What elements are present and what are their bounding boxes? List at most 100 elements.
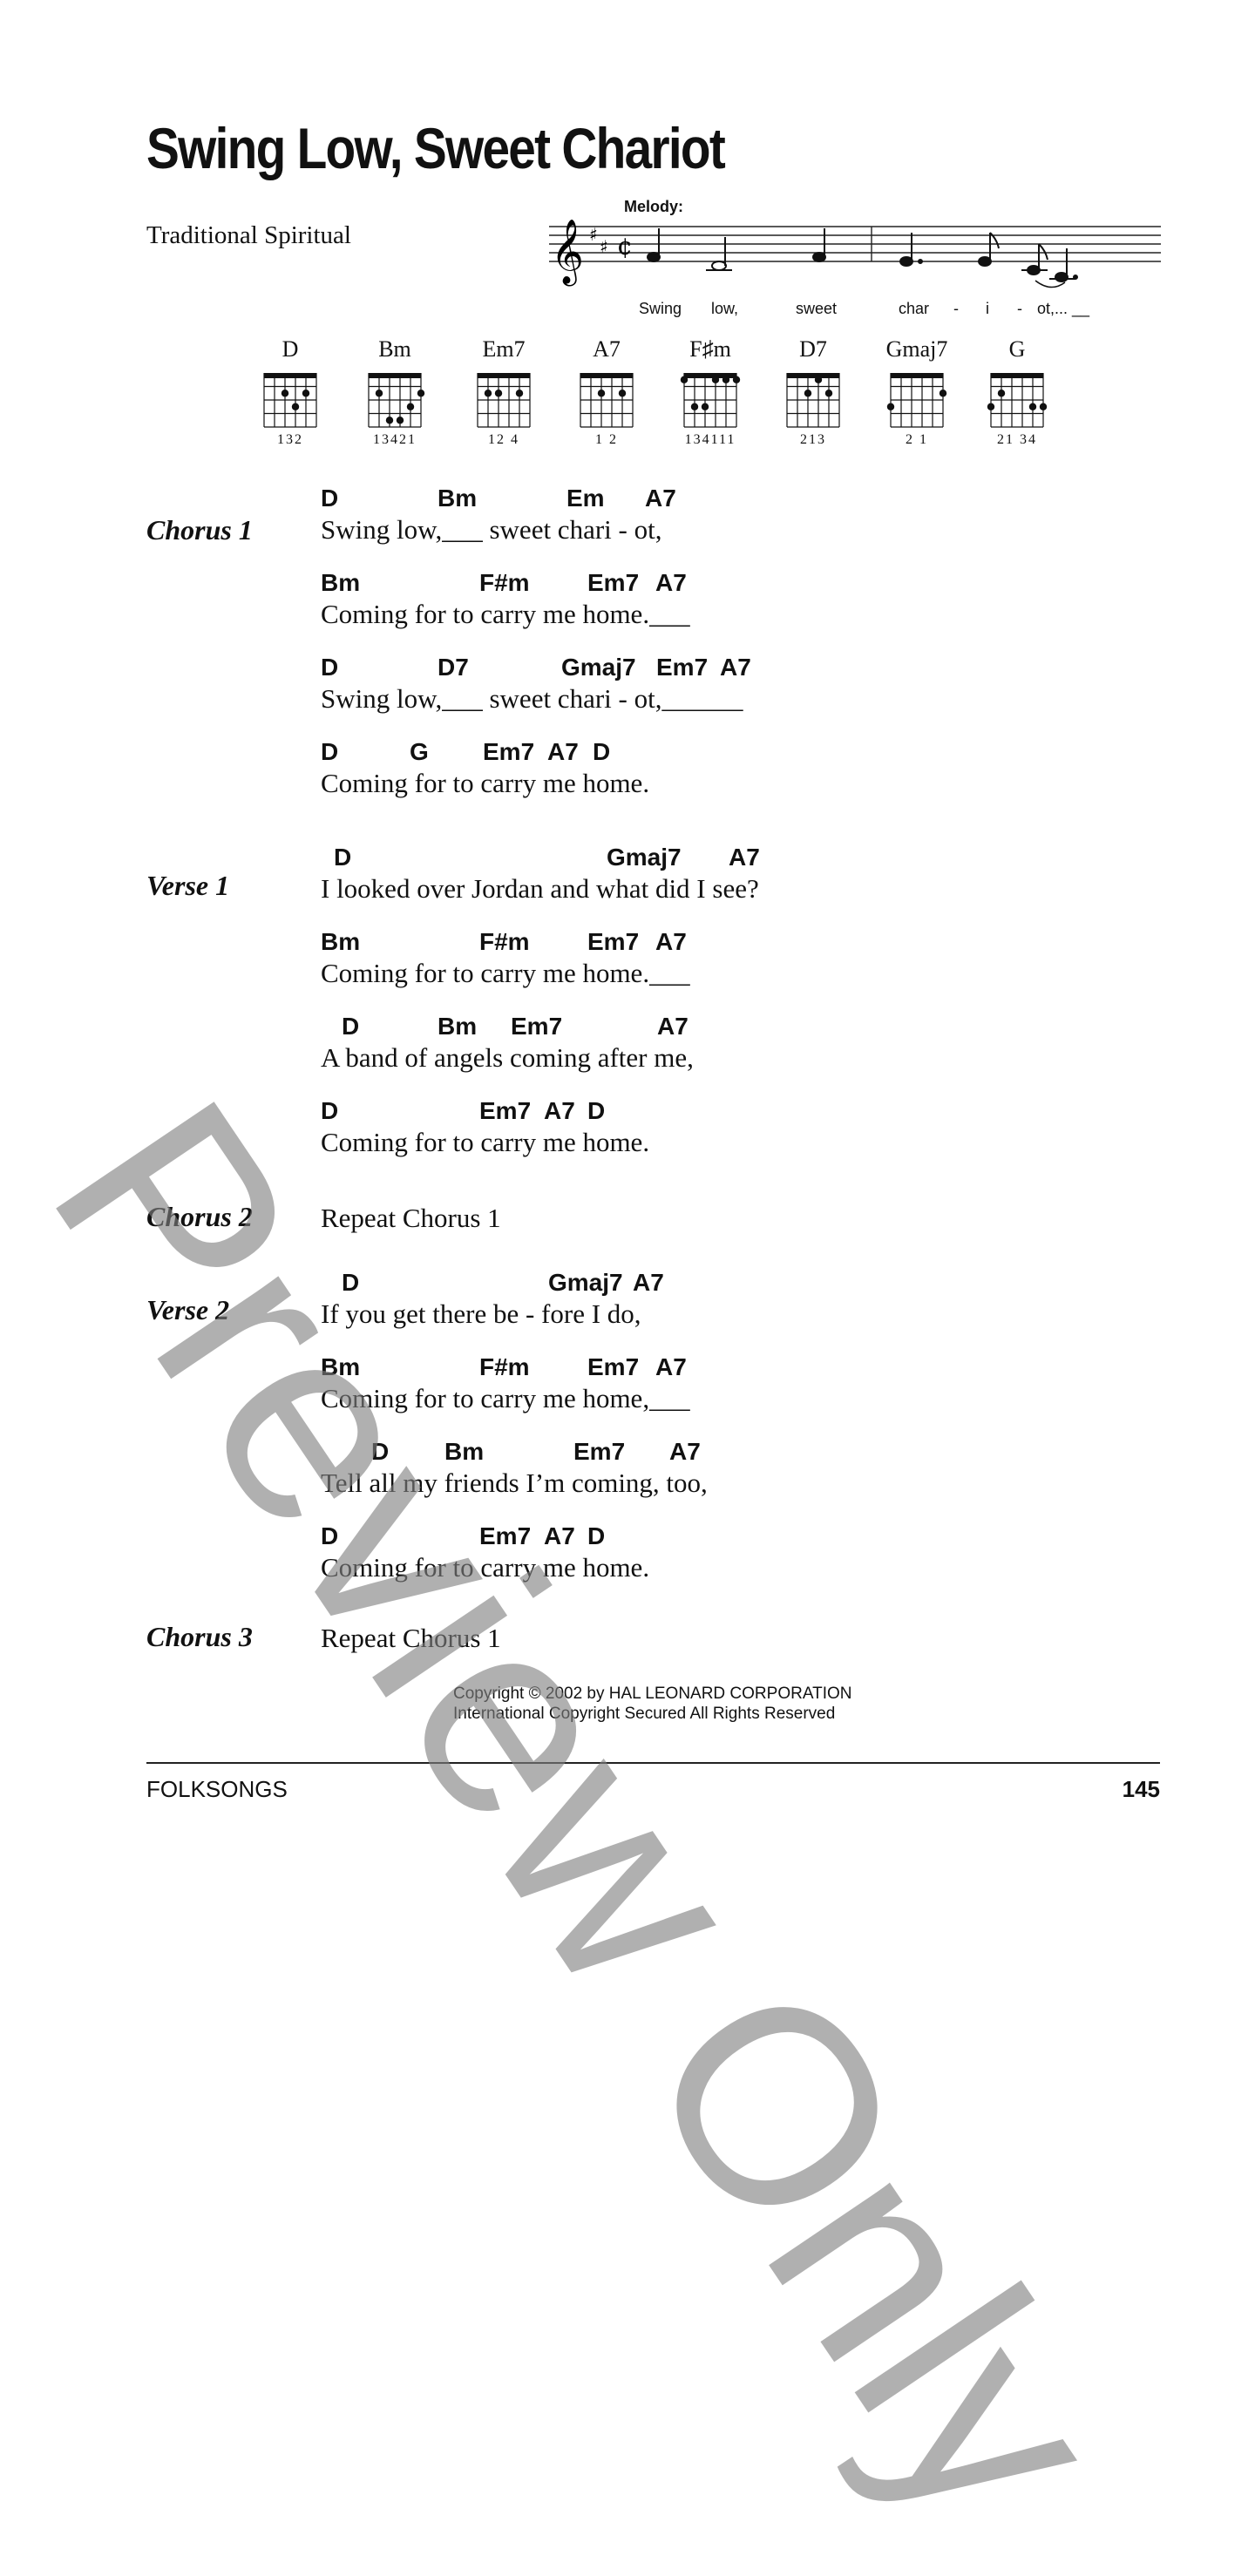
chord-symbol: Gmaj7: [561, 654, 636, 681]
chord-symbol: D: [321, 485, 339, 512]
finger-numbers: 12 4: [488, 432, 519, 447]
chord-diagram-name: A7: [593, 336, 621, 362]
chord-row: Bm F#m Em7 A7: [321, 569, 690, 599]
chord-symbol: A7: [645, 485, 676, 512]
chord-diagram-name: F♯m: [689, 336, 731, 362]
sharp-icon: ♯: [589, 224, 598, 245]
lyric-text: If you get there be - fore I do,: [321, 1298, 641, 1329]
repeat-instruction: Repeat Chorus 1: [321, 1623, 501, 1653]
chord-symbol: D7: [438, 654, 469, 681]
melody-lyric: Swing: [639, 300, 682, 317]
book-title: FOLKSONGS: [146, 1776, 288, 1802]
lyric-text: Coming for to carry me home.: [321, 1552, 650, 1583]
chord-symbol: D: [587, 1522, 606, 1549]
song-title: Swing Low, Sweet Chariot: [146, 116, 726, 180]
melody-lyric: sweet: [796, 300, 838, 317]
lyric-text: Coming for to carry me home,___: [321, 1383, 690, 1413]
chord-diagram: F♯m 134111: [675, 338, 745, 448]
chord-symbol: A7: [669, 1438, 701, 1465]
chord-symbol: A7: [633, 1269, 664, 1296]
chord-diagram-name: D7: [799, 336, 827, 362]
chord-symbol: A7: [655, 928, 687, 955]
lyric-text: I looked over Jordan and what did I see?: [321, 873, 759, 904]
chord-symbol: Bm: [321, 1353, 361, 1380]
fretboard-grid: [886, 373, 947, 428]
copyright-line: Copyright © 2002 by HAL LEONARD CORPORAT…: [453, 1685, 852, 1703]
lyric-text: A band of angels coming after me,: [321, 1042, 694, 1073]
chord-symbol: Em7: [587, 569, 640, 596]
melody-lyric: ot,... __: [1037, 300, 1090, 317]
chord-diagram-name: D: [282, 336, 299, 362]
melody-lyric: -: [953, 300, 959, 317]
finger-numbers: 134111: [684, 432, 736, 447]
chord-diagram-name: Bm: [378, 336, 411, 362]
chord-symbol: Bm: [438, 485, 478, 512]
chord-symbol: Em7: [587, 1353, 640, 1380]
chord-symbol: A7: [657, 1013, 689, 1040]
chord-symbol: D: [321, 654, 339, 681]
chord-symbol: F#m: [479, 928, 530, 955]
lyric-text: Swing low,___ sweet chari - ot,: [321, 514, 662, 545]
chord-symbol: Em7: [573, 1438, 626, 1465]
chord-symbol: A7: [655, 1353, 687, 1380]
finger-numbers: 13421: [373, 432, 417, 447]
chord-symbol: G: [410, 738, 429, 765]
chord-symbol: Em7: [479, 1522, 532, 1549]
chord-symbol: D: [321, 1097, 339, 1124]
chord-symbol: Bm: [321, 569, 361, 596]
chord-symbol: Em: [566, 485, 605, 512]
chord-symbol: D: [593, 738, 611, 765]
chord-symbol: D: [334, 844, 352, 871]
copyright-notice: Copyright © 2002 by HAL LEONARD CORPORAT…: [453, 1684, 851, 1724]
chord-symbol: Gmaj7: [548, 1269, 623, 1296]
chord-diagram: Bm 13421: [360, 338, 430, 448]
chord-symbol: Em7: [479, 1097, 532, 1124]
lyric-text: Coming for to carry me home.: [321, 768, 650, 798]
fretboard-grid: [580, 373, 634, 428]
chord-symbol: Bm: [444, 1438, 485, 1465]
chord-diagram-name: Gmaj7: [885, 336, 948, 362]
chord-symbol: Em7: [511, 1013, 563, 1040]
chord-symbol: Bm: [438, 1013, 478, 1040]
lyric-text: Swing low,___ sweet chari - ot,______: [321, 683, 743, 714]
lyric-text: Coming for to carry me home.___: [321, 958, 690, 988]
melody-lyric: -: [1017, 300, 1022, 317]
section-label-verse-1: Verse 1: [146, 870, 230, 901]
chord-symbol: A7: [544, 1097, 575, 1124]
chord-symbol: D: [371, 1438, 390, 1465]
section-label-chorus-2: Chorus 2: [146, 1201, 253, 1232]
melody-lyric: low,: [711, 300, 739, 317]
chord-symbol: F#m: [479, 569, 530, 596]
lyric-text: Coming for to carry me home.: [321, 1127, 650, 1157]
fretboard-grid: [368, 373, 425, 428]
chord-symbol: A7: [655, 569, 687, 596]
melody-label: Melody:: [624, 198, 684, 215]
repeat-instruction: Repeat Chorus 1: [321, 1203, 501, 1233]
section-label-chorus-3: Chorus 3: [146, 1621, 253, 1652]
fretboard-grid: [786, 373, 840, 428]
page-number: 145: [1122, 1776, 1160, 1802]
sharp-icon: ♯: [600, 236, 608, 257]
chord-symbol: Em7: [656, 654, 709, 681]
chord-symbol: D: [321, 738, 339, 765]
fretboard-grid: [680, 373, 741, 428]
